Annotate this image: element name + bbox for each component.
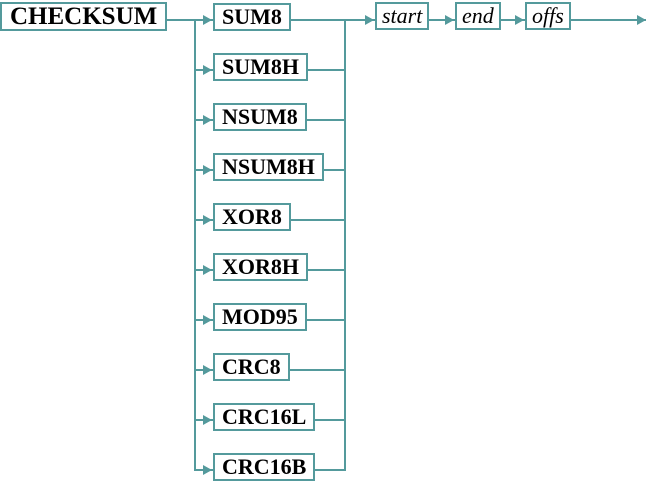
arrowhead-icon: [445, 15, 454, 25]
node-crc16b: CRC16B: [213, 453, 316, 481]
arrowhead-icon: [203, 215, 212, 225]
arrowhead-icon: [203, 15, 212, 25]
node-start: start: [375, 2, 430, 30]
arrowhead-icon: [203, 415, 212, 425]
arrowhead-icon: [203, 465, 212, 475]
node-nsum8h: NSUM8H: [213, 153, 324, 181]
arrowhead-icon: [365, 15, 374, 25]
exit-arrowhead-icon: [637, 15, 646, 25]
arrowhead-icon: [203, 115, 212, 125]
branch-rail-left: [194, 19, 196, 471]
arrowhead-icon: [203, 265, 212, 275]
node-mod95: MOD95: [213, 303, 307, 331]
node-xor8h: XOR8H: [213, 253, 308, 281]
node-xor8: XOR8: [213, 203, 291, 231]
node-checksum: CHECKSUM: [0, 2, 168, 31]
arrowhead-icon: [203, 65, 212, 75]
node-end: end: [455, 2, 501, 30]
arrowhead-icon: [203, 315, 212, 325]
node-crc16l: CRC16L: [213, 403, 316, 431]
node-sum8: SUM8: [213, 3, 291, 31]
node-crc8: CRC8: [213, 353, 290, 381]
branch-rail-right: [344, 19, 346, 471]
arrowhead-icon: [203, 165, 212, 175]
arrowhead-icon: [203, 365, 212, 375]
node-nsum8: NSUM8: [213, 103, 307, 131]
arrowhead-icon: [515, 15, 524, 25]
node-sum8h: SUM8H: [213, 53, 308, 81]
node-offs: offs: [525, 2, 571, 30]
